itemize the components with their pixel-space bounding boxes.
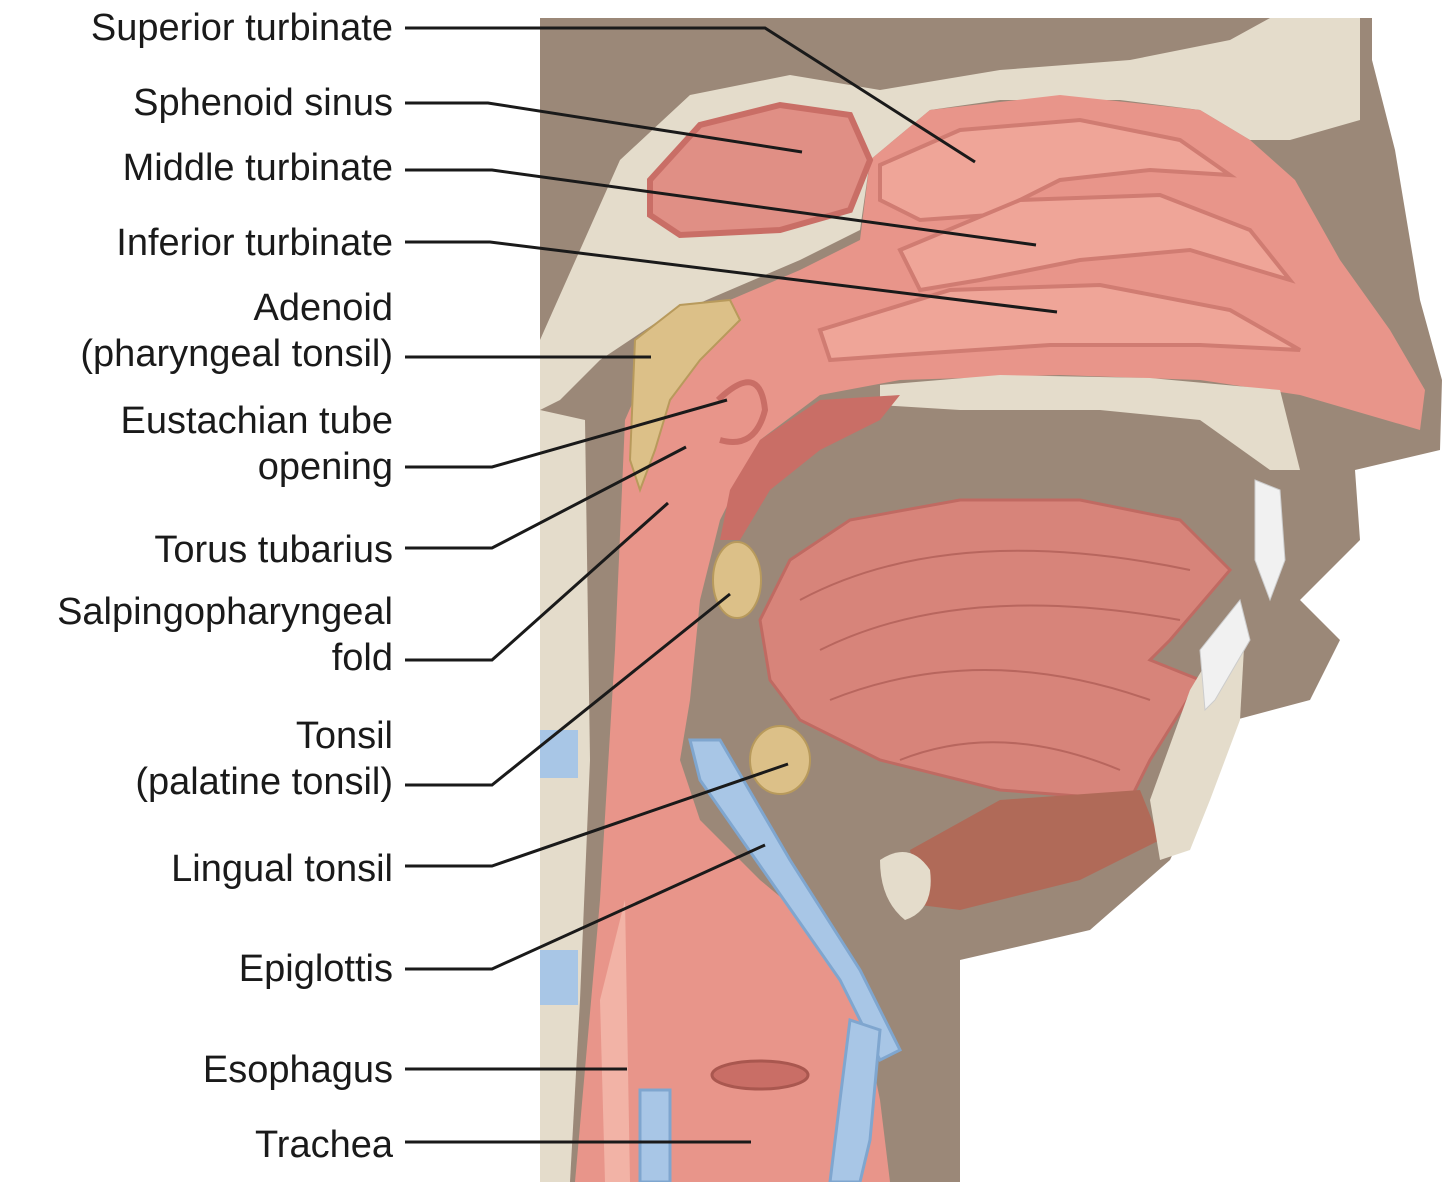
- intervertebral-disc-2: [540, 950, 578, 1005]
- label-superior-turbinate: Superior turbinate: [91, 5, 393, 51]
- label-palatine-tonsil: Tonsil(palatine tonsil): [135, 713, 393, 805]
- lingual-tonsil-tissue: [750, 726, 810, 794]
- label-sphenoid-sinus: Sphenoid sinus: [133, 80, 393, 126]
- label-inferior-turbinate: Inferior turbinate: [116, 220, 393, 266]
- label-adenoid: Adenoid(pharyngeal tonsil): [80, 285, 393, 377]
- label-lingual-tonsil: Lingual tonsil: [171, 846, 393, 892]
- label-torus-tubarius: Torus tubarius: [154, 527, 393, 573]
- tracheal-cartilage: [640, 1090, 670, 1182]
- palatine-tonsil-tissue: [713, 542, 761, 618]
- label-middle-turbinate: Middle turbinate: [123, 145, 393, 191]
- label-epiglottis: Epiglottis: [239, 946, 393, 992]
- intervertebral-disc-1: [540, 730, 578, 778]
- vocal-fold: [712, 1061, 808, 1089]
- label-esophagus: Esophagus: [203, 1047, 393, 1093]
- label-trachea: Trachea: [255, 1122, 393, 1168]
